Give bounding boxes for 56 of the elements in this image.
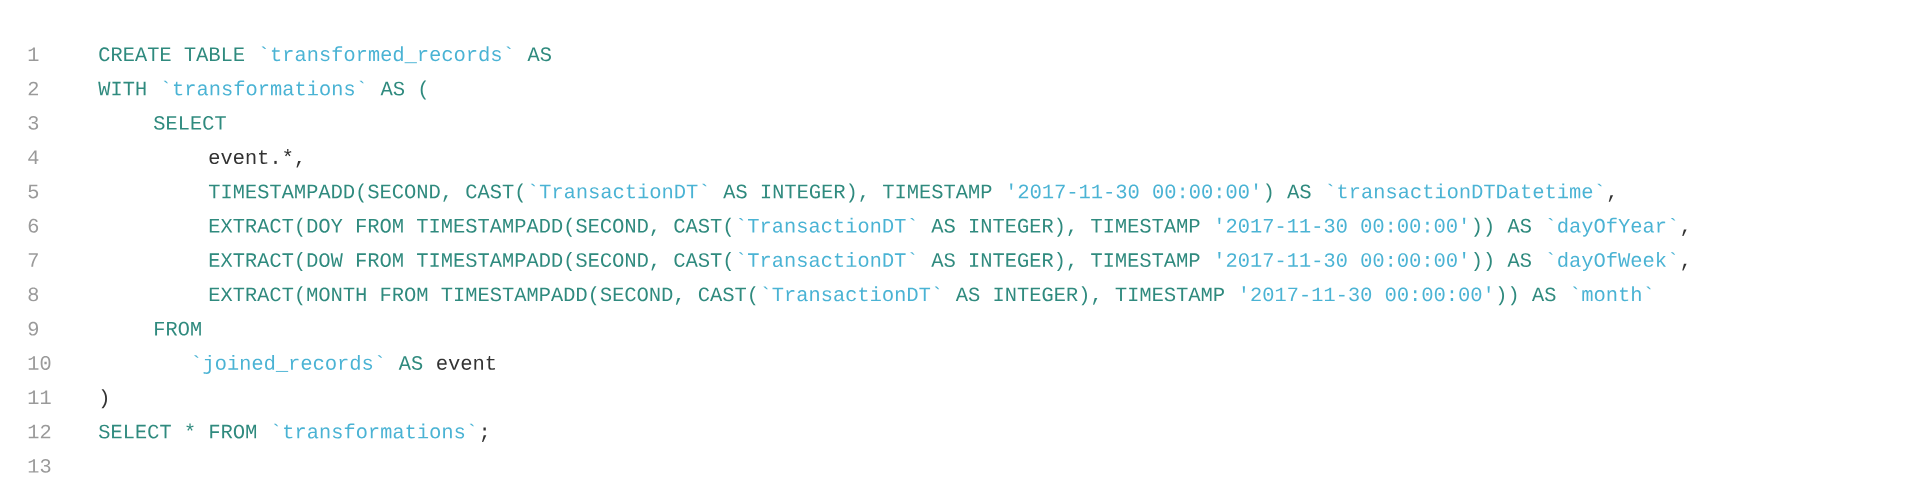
code-text: '2017-11-30 00:00:00' <box>1218 217 1466 233</box>
line-number: 2 <box>28 81 38 96</box>
code-text: FROM <box>155 321 201 336</box>
code-text: `TransactionDT` <box>530 183 707 199</box>
code-text: `transactionDTDatetime` <box>1328 183 1602 199</box>
code-text: `TransactionDT` <box>739 217 915 233</box>
line-number: 3 <box>28 115 39 130</box>
code-text: , <box>1682 263 1687 271</box>
line-number: 8 <box>28 287 39 302</box>
code-text: `month` <box>1573 286 1651 302</box>
code-text: )) AS <box>1498 286 1556 306</box>
code-text: , <box>1682 229 1687 237</box>
code-text: ) AS <box>1265 183 1311 203</box>
code-text: '2017-11-30 00:00:00' <box>1218 252 1466 267</box>
code-text: event.*, <box>209 149 301 168</box>
code-text: )) AS <box>1474 217 1531 237</box>
code-text: AS INTEGER), TIMESTAMP <box>931 217 1200 237</box>
code-text: EXTRACT(DOY FROM TIMESTAMPADD(SECOND, CAST( <box>209 217 732 237</box>
code-text: `transformed_records` <box>261 46 511 64</box>
code-text: event <box>437 356 495 370</box>
line-number: 5 <box>28 184 39 199</box>
code-text: EXTRACT(MONTH FROM TIMESTAMPADD(SECOND, CAST( <box>209 286 756 306</box>
line-number: 13 <box>28 458 51 473</box>
code-text: )) AS <box>1474 252 1531 272</box>
code-text: `TransactionDT` <box>739 252 915 267</box>
line-number: 11 <box>28 390 51 404</box>
line-number: 7 <box>28 253 38 267</box>
line-number: 4 <box>28 150 39 164</box>
code-text: WITH <box>98 81 146 96</box>
code-text: SELECT * FROM <box>99 423 257 439</box>
code-text: AS <box>527 47 551 62</box>
code-text: EXTRACT(DOW FROM TIMESTAMPADD(SECOND, CAST( <box>209 252 732 272</box>
line-number: 12 <box>28 424 51 439</box>
code-text: AS ( <box>380 80 427 100</box>
code-text: AS INTEGER), TIMESTAMP <box>931 252 1200 272</box>
code-text: `dayOfWeek` <box>1548 252 1676 272</box>
line-number: 6 <box>28 218 39 233</box>
code-text: SELECT <box>154 115 226 130</box>
code-text: '2017-11-30 00:00:00' <box>1242 286 1490 302</box>
code-text: AS INTEGER), TIMESTAMP <box>955 286 1224 306</box>
code-text: CREATE TABLE <box>99 47 244 62</box>
code-text: AS INTEGER), TIMESTAMP <box>723 183 992 203</box>
code-text: ; <box>482 427 487 442</box>
line-number: 1 <box>28 47 39 61</box>
code-text: `transformations` <box>274 423 475 439</box>
code-text: ) <box>101 389 107 409</box>
code-text: `joined_records` <box>194 354 383 374</box>
code-text: `transformations` <box>163 80 364 96</box>
line-number: 10 <box>28 356 51 370</box>
code-text: '2017-11-30 00:00:00' <box>1010 183 1258 199</box>
code-text: AS <box>398 356 423 370</box>
code-text: `TransactionDT` <box>763 286 940 302</box>
line-number: 9 <box>28 321 39 336</box>
code-text: `dayOfYear` <box>1548 217 1676 237</box>
code-text: , <box>1608 195 1614 202</box>
code-text: TIMESTAMPADD(SECOND, CAST( <box>208 183 524 203</box>
